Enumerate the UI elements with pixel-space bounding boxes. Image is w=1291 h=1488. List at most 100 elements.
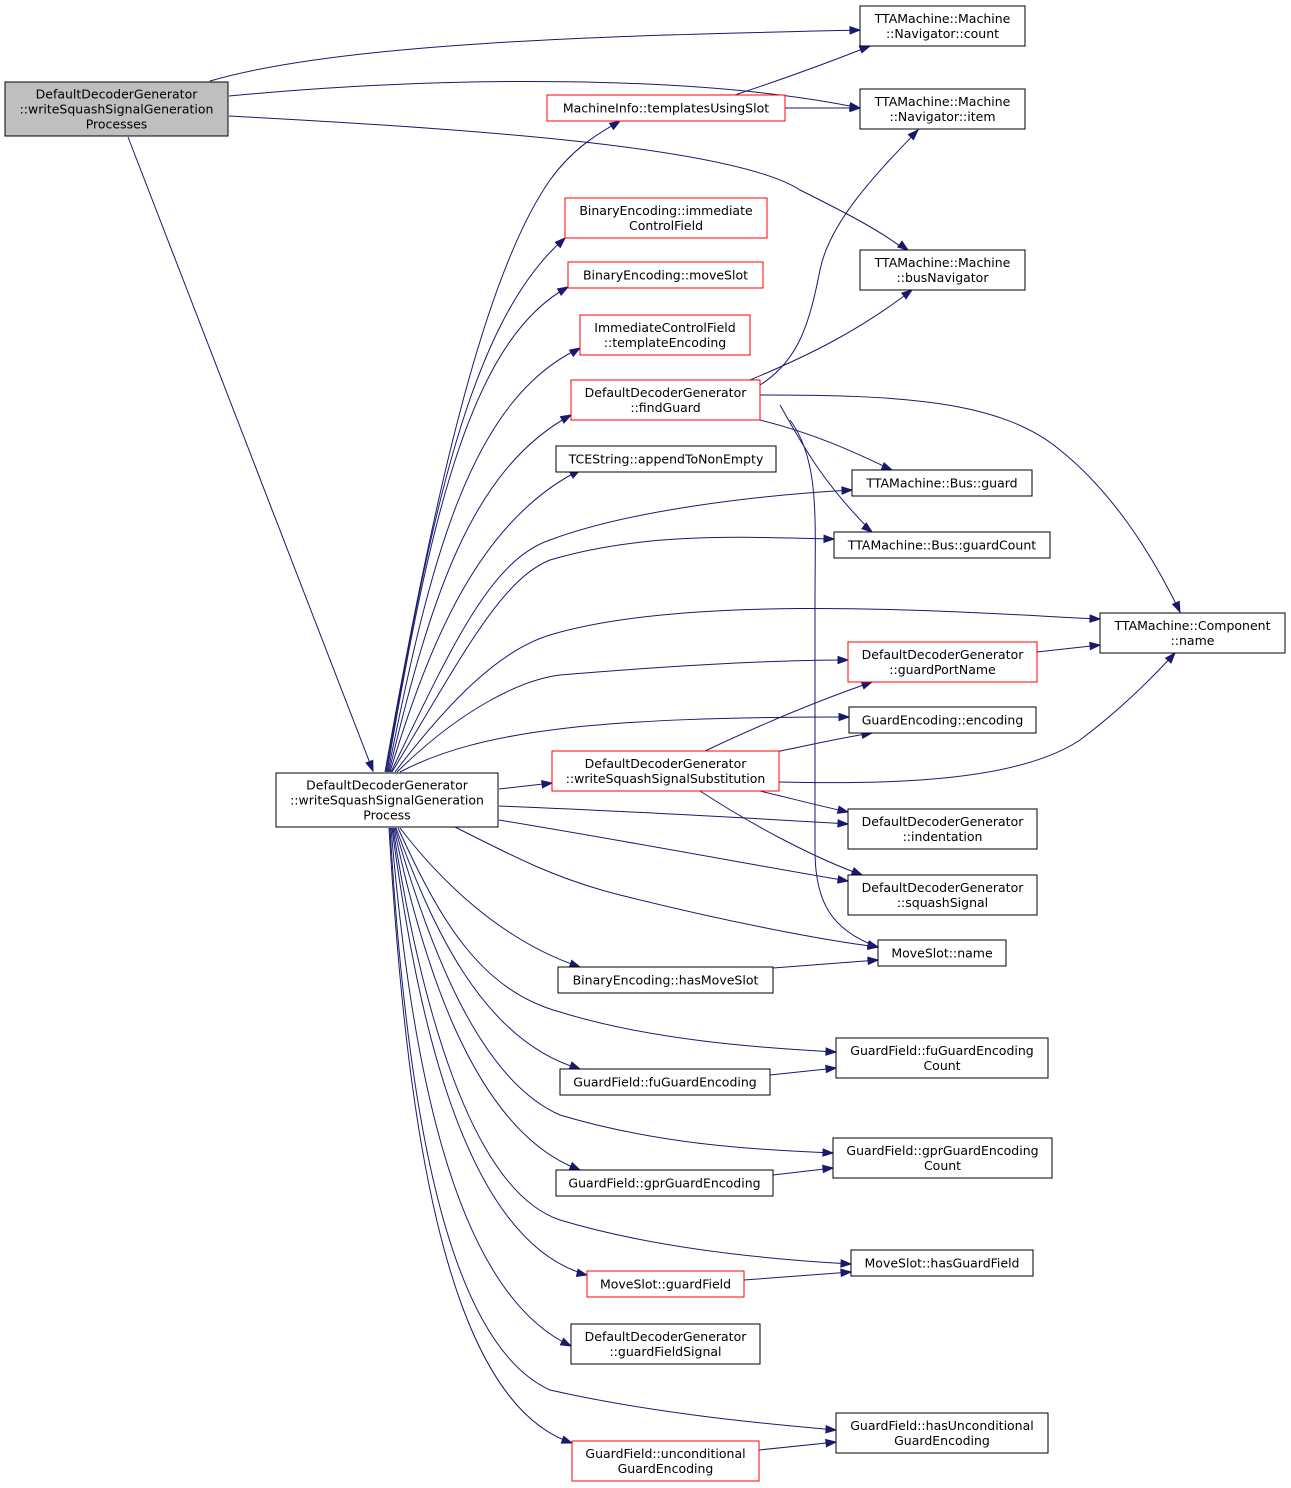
edge-line: [127, 136, 374, 772]
edge-proc-to-indent: [498, 805, 850, 828]
edge-arrowhead: [850, 867, 864, 876]
edge-substitution-to-ge_enc: [774, 730, 874, 753]
node-box: [851, 469, 1033, 497]
edge-line: [759, 419, 893, 471]
node-label-line: ::templateEncoding: [604, 335, 726, 350]
node-label-line: MoveSlot::hasGuardField: [865, 1256, 1020, 1271]
node-label-line: BinaryEncoding::hasMoveSlot: [573, 973, 759, 988]
node-ms-name[interactable]: MoveSlot::name: [877, 939, 1007, 967]
edge-arrowhead: [825, 1064, 838, 1074]
node-find-guard[interactable]: DefaultDecoderGenerator::findGuard: [570, 379, 761, 421]
node-has-uncond[interactable]: GuardField::hasUnconditionalGuardEncodin…: [835, 1412, 1049, 1454]
node-templates[interactable]: MachineInfo::templatesUsingSlot: [546, 94, 786, 122]
node-comp-name[interactable]: TTAMachine::Component::name: [1099, 612, 1286, 654]
node-has-ms[interactable]: BinaryEncoding::hasMoveSlot: [557, 966, 774, 994]
edge-line: [789, 419, 879, 948]
edge-arrowhead: [896, 240, 910, 251]
node-root[interactable]: DefaultDecoderGenerator::writeSquashSign…: [4, 81, 229, 137]
node-moveslot-be[interactable]: BinaryEncoding::moveSlot: [567, 261, 764, 289]
edge-arrowhead: [841, 486, 854, 495]
edge-arrowhead: [568, 1161, 582, 1171]
edge-proc-to-has_ms: [399, 827, 582, 968]
node-squash[interactable]: DefaultDecoderGenerator::squashSignal: [847, 874, 1038, 916]
edge-arrowhead: [822, 1148, 835, 1157]
node-substitution[interactable]: DefaultDecoderGenerator::writeSquashSign…: [551, 750, 780, 792]
node-label-line: GuardField::gprGuardEncoding: [568, 1176, 760, 1191]
edge-arrowhead: [840, 1259, 853, 1268]
node-label-line: BinaryEncoding::immediate: [579, 203, 753, 218]
node-nav-count[interactable]: TTAMachine::Machine::Navigator::count: [859, 5, 1026, 47]
node-tmpl-enc[interactable]: ImmediateControlField::templateEncoding: [579, 314, 751, 356]
node-box: [847, 808, 1038, 850]
edge-arrowhead: [838, 712, 851, 722]
edge-line: [1036, 644, 1101, 653]
node-label-line: ImmediateControlField: [594, 320, 735, 335]
node-label-line: DefaultDecoderGenerator: [585, 756, 748, 771]
node-ge-enc[interactable]: GuardEncoding::encoding: [848, 706, 1037, 734]
edge-proc-to-immctl: [385, 236, 567, 773]
node-proc[interactable]: DefaultDecoderGenerator::writeSquashSign…: [275, 772, 499, 828]
edge-uncond-to-has_uncond: [758, 1438, 838, 1451]
edge-line: [734, 45, 871, 96]
edge-arrowhead: [1089, 641, 1102, 651]
node-ms-gf[interactable]: MoveSlot::guardField: [586, 1270, 745, 1298]
edge-arrowhead: [568, 347, 582, 358]
edge-proc-to-ms_gf: [391, 827, 589, 1277]
edge-line: [498, 819, 849, 882]
node-box: [835, 1037, 1049, 1079]
edge-arrowhead: [825, 1424, 838, 1434]
node-indent[interactable]: DefaultDecoderGenerator::indentation: [847, 808, 1038, 850]
node-box: [850, 1249, 1034, 1277]
node-box: [847, 874, 1038, 916]
node-fu-enc[interactable]: GuardField::fuGuardEncoding: [559, 1068, 771, 1096]
node-label-line: Processes: [86, 117, 148, 132]
node-label-line: TTAMachine::Bus::guardCount: [847, 538, 1036, 553]
edge-gpr_enc-to-gpr_count: [772, 1164, 835, 1176]
node-has-gf[interactable]: MoveSlot::hasGuardField: [850, 1249, 1034, 1277]
edge-templates-to-nav_item: [785, 103, 862, 113]
node-bus-nav[interactable]: TTAMachine::Machine::busNavigator: [859, 249, 1026, 291]
node-label-line: GuardField::hasUnconditional: [850, 1418, 1034, 1433]
node-label-line: ::indentation: [903, 829, 983, 844]
node-append[interactable]: TCEString::appendToNonEmpty: [555, 445, 777, 473]
edge-line: [699, 790, 863, 876]
node-label-line: TTAMachine::Bus::guard: [865, 476, 1017, 491]
node-gf-signal[interactable]: DefaultDecoderGenerator::guardFieldSigna…: [570, 1323, 761, 1365]
edge-line: [779, 404, 873, 533]
edge-arrowhead: [849, 103, 862, 113]
node-bus-gcount[interactable]: TTAMachine::Bus::guardCount: [833, 531, 1051, 559]
edge-arrowhead: [858, 45, 872, 54]
node-box: [833, 531, 1051, 559]
edge-line: [385, 237, 566, 773]
edge-arrowhead: [840, 1268, 853, 1278]
node-box: [877, 939, 1007, 967]
edge-arrowhead: [825, 1047, 838, 1056]
node-label-line: BinaryEncoding::moveSlot: [583, 268, 748, 283]
edge-arrowhead: [554, 236, 567, 249]
node-label-line: DefaultDecoderGenerator: [862, 814, 1025, 829]
node-bus-guard[interactable]: TTAMachine::Bus::guard: [851, 469, 1033, 497]
edge-proc-to-fu_count: [397, 827, 838, 1056]
node-box: [586, 1270, 745, 1298]
node-box: [571, 1440, 760, 1482]
node-box: [579, 314, 751, 356]
node-guard-port[interactable]: DefaultDecoderGenerator::guardPortName: [847, 641, 1038, 683]
edge-proc-to-has_gf: [392, 827, 853, 1268]
edge-proc-to-has_uncond: [389, 827, 838, 1434]
node-box: [835, 1412, 1049, 1454]
node-label-line: ::writeSquashSignalGeneration: [20, 102, 214, 117]
node-nav-item[interactable]: TTAMachine::Machine::Navigator::item: [859, 88, 1026, 130]
node-label-line: DefaultDecoderGenerator: [862, 880, 1025, 895]
node-label-line: MoveSlot::name: [891, 946, 993, 961]
node-gpr-enc[interactable]: GuardField::gprGuardEncoding: [555, 1169, 774, 1197]
node-label-line: DefaultDecoderGenerator: [585, 1329, 748, 1344]
edge-root-to-bus_nav: [228, 115, 910, 251]
node-label-line: TTAMachine::Machine: [874, 255, 1011, 270]
edge-line: [395, 827, 581, 1070]
node-label-line: ControlField: [629, 218, 703, 233]
edge-line: [778, 652, 1176, 784]
